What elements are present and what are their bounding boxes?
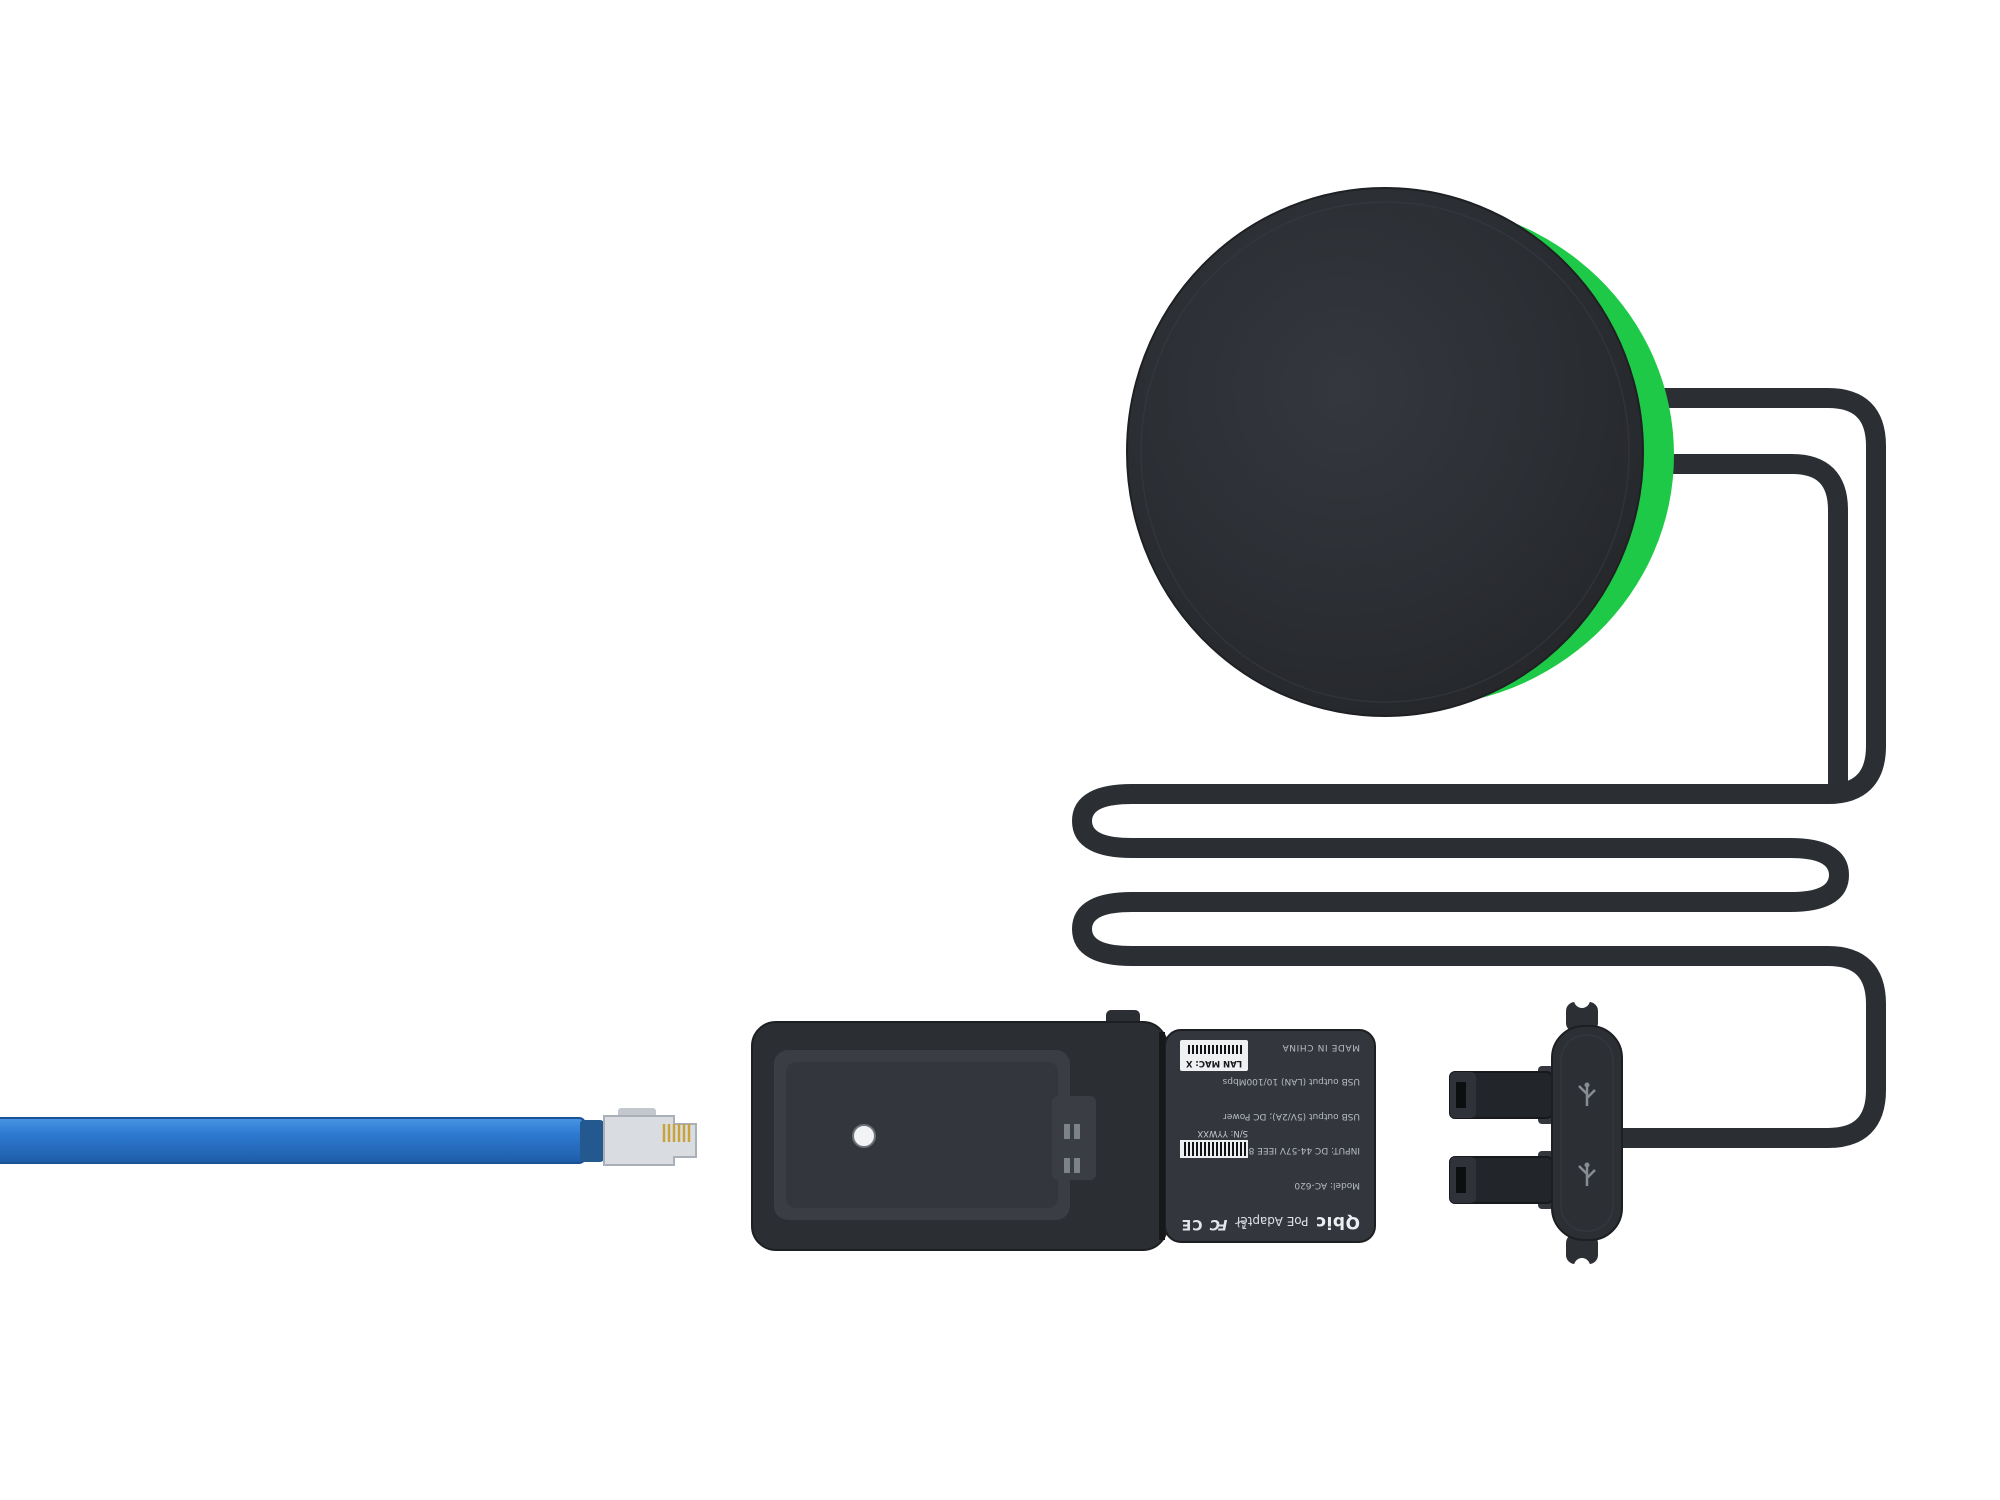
usb-icon [1578, 1082, 1596, 1106]
plate-clip-top [1566, 992, 1598, 1032]
compliance-marks: ↻ FC CE [1181, 1216, 1248, 1232]
made-in-text: MADE IN CHINA [1281, 1042, 1360, 1053]
lan-output-spec-text: USB output (LAN) 10/100Mbps [1222, 1076, 1360, 1087]
usb-mounting-plate [1551, 1025, 1623, 1241]
usb-output-spec-text: USB output (5V/2A); DC Power [1223, 1110, 1360, 1121]
serial-barcode-icon [1180, 1140, 1248, 1159]
serial-number-text: S/N: YYWXX [1197, 1128, 1248, 1139]
usb-plug-slot [1456, 1167, 1466, 1193]
ce-mark-icon: CE [1180, 1216, 1203, 1232]
adapter-label: Qbic PoE Adapter Model: AC-620 INPUT: DC… [1172, 1034, 1368, 1238]
puck-inner-rim [1140, 201, 1630, 703]
lan-mac-box: LAN MAC: X [1180, 1040, 1248, 1071]
ethernet-cable-boot [580, 1120, 604, 1162]
power-cable [1071, 388, 1886, 1148]
rj45-plug [603, 1115, 697, 1166]
input-spec-text: INPUT: DC 44-57V IEEE 802.3af [1219, 1145, 1360, 1156]
adapter-tray-inner [786, 1062, 1058, 1208]
power-cable-inner-run [1636, 454, 1848, 796]
adapter-section-gap [1159, 1032, 1165, 1240]
lan-mac-text: LAN MAC: X [1185, 1058, 1243, 1068]
rj45-pins [662, 1124, 691, 1142]
mac-barcode-icon [1184, 1043, 1244, 1056]
label-side-column: ↻ FC CE S/N: YYWXX LAN MAC: X [1176, 1040, 1252, 1232]
fcc-mark-icon: FC [1211, 1216, 1228, 1232]
usb-plug-slot [1456, 1082, 1466, 1108]
usb-icon [1578, 1162, 1596, 1186]
brand-logo: Qbic [1315, 1212, 1360, 1232]
puck-device-body [1126, 187, 1644, 717]
plate-clip-bottom [1566, 1234, 1598, 1274]
usb-mounting-plate-rim [1560, 1034, 1614, 1232]
brand-row: Qbic PoE Adapter [1235, 1212, 1360, 1232]
ethernet-cable [0, 1117, 586, 1164]
adapter-mount-hole [852, 1124, 876, 1148]
return-arrow-icon: ↻ [1236, 1216, 1248, 1232]
label-spec-column: Qbic PoE Adapter Model: AC-620 INPUT: DC… [1219, 1040, 1360, 1232]
adapter-contacts [1064, 1124, 1080, 1173]
model-text: Model: AC-620 [1294, 1179, 1360, 1190]
